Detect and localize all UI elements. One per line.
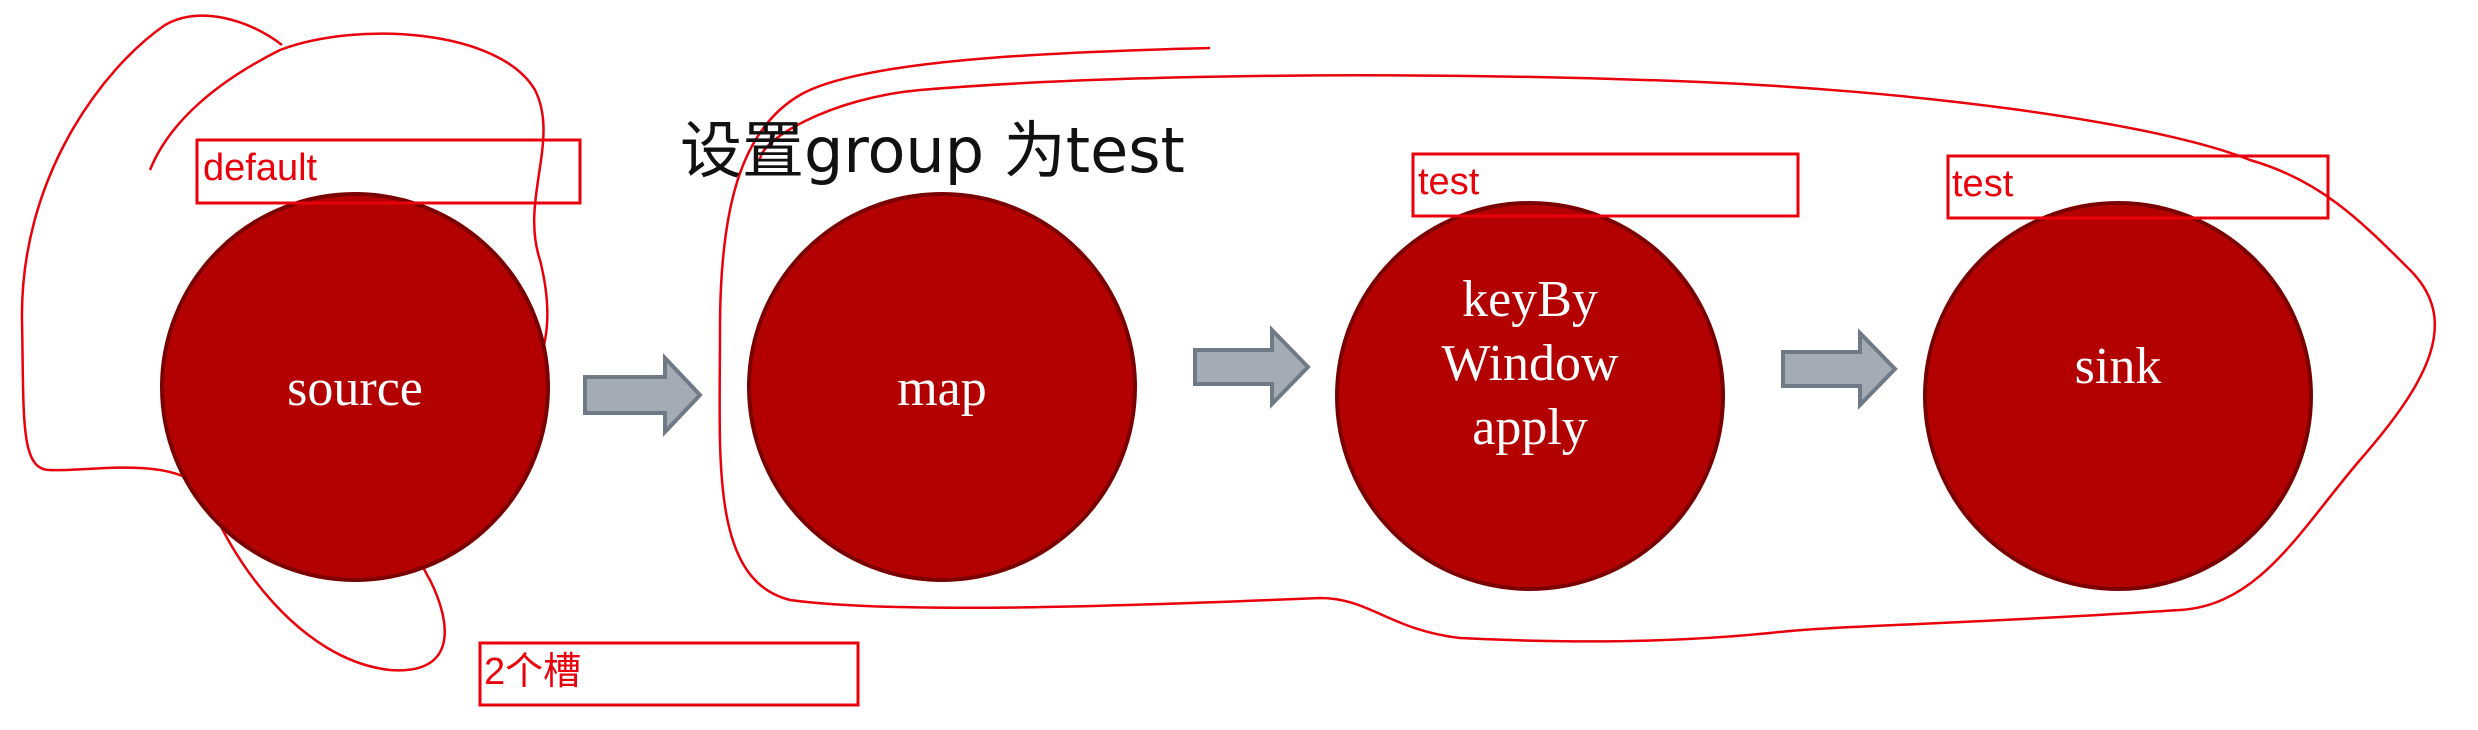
node-keyby-label-line1: keyBy [1462,271,1598,328]
tag-source-group-text: default [203,147,318,189]
source-annotation-loop [20,14,549,672]
diagram-title: 设置group 为test [680,114,1185,187]
test-group-annotation-loop [718,46,2436,643]
tag-keyby-group-text: test [1418,161,1480,203]
tag-slots-note-text: 2个槽 [484,651,581,693]
arrow-keyby-to-sink [1781,328,1898,410]
tag-source-group: default [195,138,582,205]
node-sink: sink [1923,201,2313,591]
tag-sink-group-text: test [1952,163,2014,205]
node-source-label: source [287,360,423,417]
node-map-label: map [897,360,987,417]
arrow-source-to-map [583,352,703,438]
node-keyby-label-line3: apply [1472,399,1588,456]
node-source: source [160,192,550,582]
tag-sink-group: test [1946,154,2330,220]
tag-keyby-group: test [1411,152,1800,218]
arrow-map-to-keyby [1193,325,1311,409]
tag-slots-note: 2个槽 [478,641,860,707]
node-keyby-label-line2: Window [1442,335,1619,392]
node-keyby-window-apply: keyBy Window apply [1335,201,1725,591]
node-sink-label: sink [2075,338,2162,395]
node-map: map [747,192,1137,582]
